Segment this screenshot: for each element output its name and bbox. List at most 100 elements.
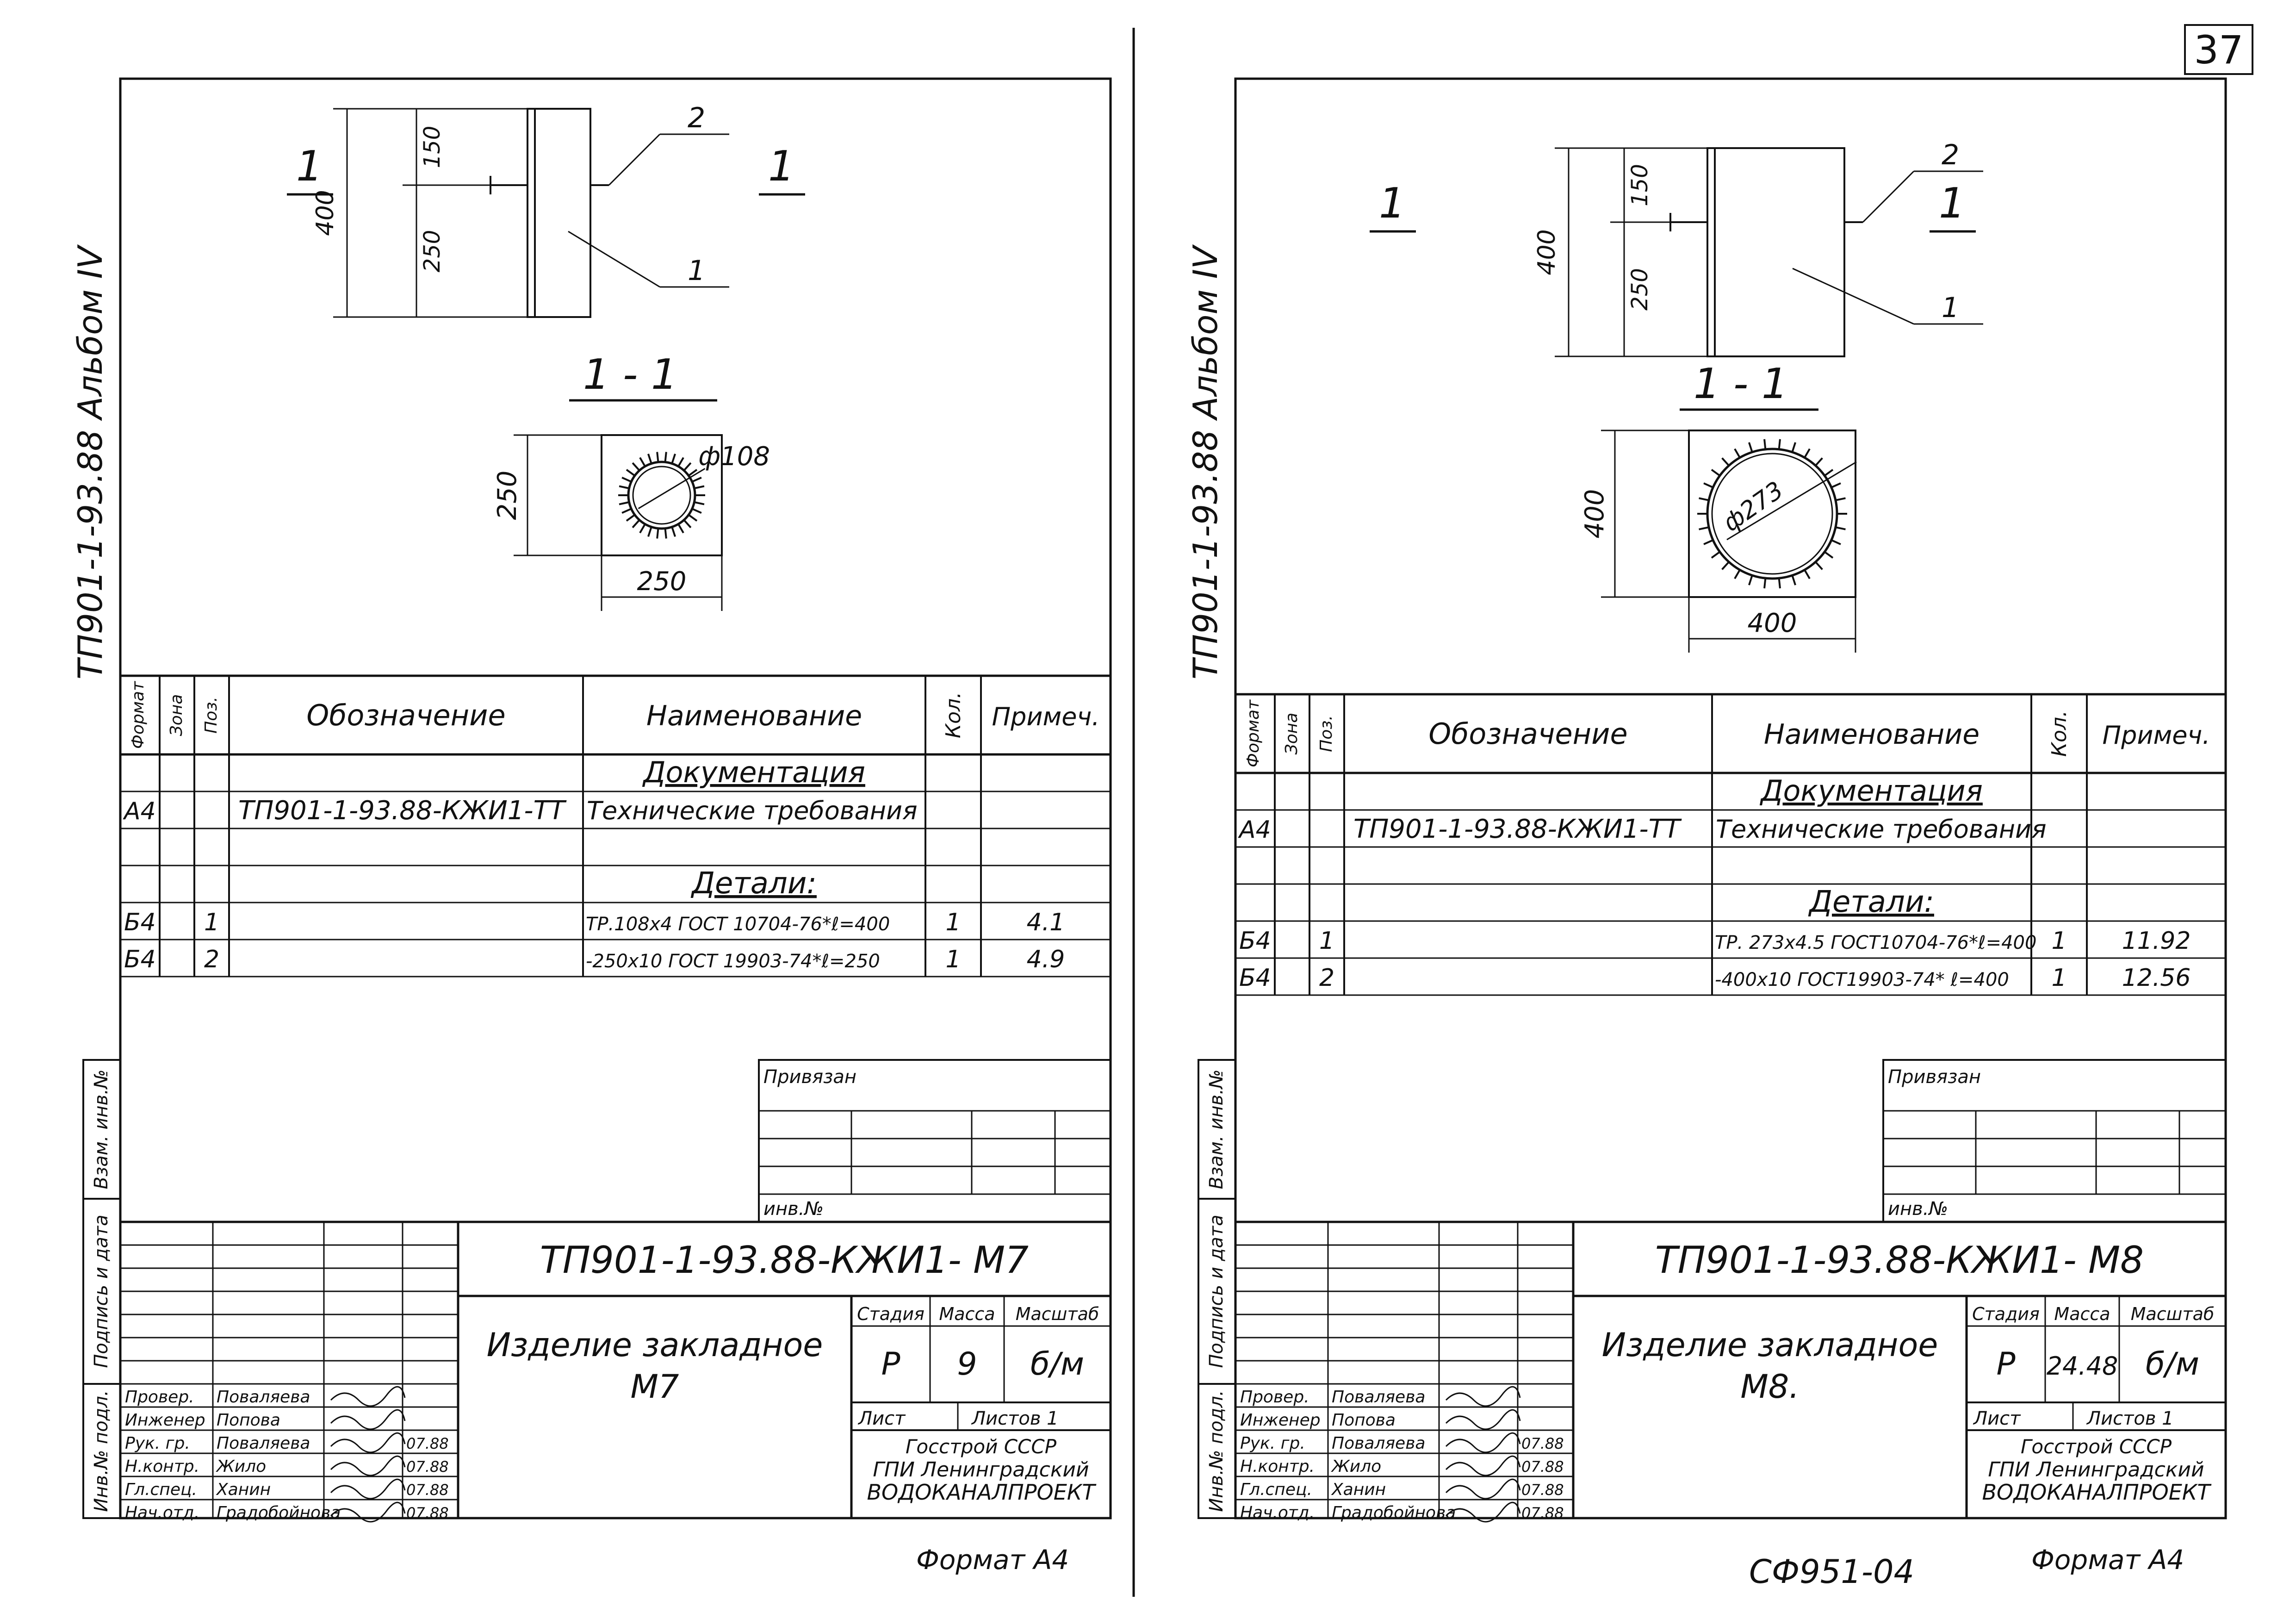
sig-role: Н.контр. — [1240, 1457, 1315, 1476]
weld-tick — [626, 469, 635, 476]
signature-scribble — [330, 1455, 406, 1476]
weld-tick — [1734, 570, 1740, 579]
spec-row-qty: 1 — [2051, 964, 2066, 992]
spec-header-note: Примеч. — [2102, 721, 2210, 750]
spec-row-note: 4.9 — [1027, 946, 1065, 973]
weld-tick — [1703, 482, 1713, 488]
spec-section-docs: Документация — [1759, 774, 1983, 808]
weld-tick — [664, 529, 667, 539]
weld-tick — [1815, 562, 1823, 570]
sig-date: 07.88 — [406, 1481, 449, 1499]
leader-2-label: 2 — [688, 102, 705, 134]
weld-tick — [684, 520, 692, 529]
spec-header-qty: Кол. — [2048, 710, 2071, 757]
weld-tick — [1824, 551, 1834, 559]
org-line-2: ГПИ Ленинградский — [1988, 1458, 2204, 1482]
side-label: Взам. инв.№ — [91, 1070, 112, 1190]
sig-name: Жило — [1331, 1457, 1381, 1476]
weld-tick — [1836, 497, 1846, 501]
side-label: Инв.№ подл. — [91, 1390, 112, 1512]
signature-scribble — [330, 1409, 406, 1430]
weld-tick — [1778, 579, 1781, 589]
item-name: Изделие закладное — [487, 1326, 823, 1364]
weld-tick — [632, 462, 639, 471]
org-line-3: ВОДОКАНАЛПРОЕКТ — [867, 1480, 1097, 1505]
signature-scribble — [1445, 1386, 1521, 1407]
spec-header-format: Формат — [129, 681, 148, 749]
album-label: ТП901-1-93.88 Альбом IV — [71, 244, 110, 679]
spec-section-docs: Документация — [642, 755, 865, 789]
leader-1-label: 1 — [688, 255, 705, 287]
weld-tick — [692, 508, 702, 514]
weld-tick — [1815, 457, 1823, 466]
privyazan-label: Привязан — [763, 1066, 856, 1088]
spec-header-zone: Зона — [167, 694, 186, 736]
leader-2-label: 2 — [1942, 139, 1959, 171]
sig-date: 07.88 — [1521, 1504, 1564, 1522]
spec-row-pos: 1 — [204, 909, 219, 936]
weld-tick — [678, 457, 684, 466]
sig-name: Ханин — [1331, 1480, 1386, 1499]
weld-tick — [664, 452, 667, 461]
doc-code: ТП901-1-93.88-КЖИ1- М7 — [540, 1239, 1029, 1282]
spec-row-note: 12.56 — [2122, 964, 2191, 992]
sig-name: Жило — [216, 1457, 266, 1476]
format-label: Формат А4 — [2031, 1544, 2184, 1576]
weld-tick — [695, 501, 705, 505]
diameter-leader — [1726, 461, 1857, 541]
spec-header-format: Формат — [1244, 699, 1263, 767]
sig-role: Рук. гр. — [125, 1434, 190, 1453]
spec-header-pos: Поз. — [202, 697, 221, 734]
spec-row-pos: 1 — [1319, 927, 1334, 955]
pipe-plan-inner — [632, 466, 691, 525]
weld-tick — [695, 485, 705, 489]
weld-tick — [647, 453, 652, 463]
spec-row-note: 4.1 — [1027, 909, 1065, 936]
weld-tick — [684, 462, 692, 471]
signature-scribble — [1445, 1409, 1521, 1430]
signature-scribble — [330, 1478, 406, 1500]
weld-tick — [619, 485, 629, 489]
weld-tick — [671, 527, 676, 537]
signature-scribble — [1445, 1478, 1521, 1500]
pipe-plan-outer — [627, 461, 696, 530]
scale-value: б/м — [2146, 1346, 2199, 1383]
weld-tick — [1836, 526, 1846, 530]
weld-tick — [1748, 442, 1753, 452]
spec-row-format: Б4 — [124, 946, 156, 973]
sig-name: Поваляева — [217, 1388, 310, 1407]
leader-2 — [1862, 170, 1915, 223]
section-mark-left: 1 — [1379, 179, 1405, 228]
org-line-3: ВОДОКАНАЛПРОЕКТ — [1982, 1480, 2212, 1505]
side-label: Подпись и дата — [91, 1214, 112, 1368]
weld-tick — [1748, 576, 1753, 585]
org-line-1: Госстрой СССР — [906, 1435, 1057, 1458]
spec-row-pos: 2 — [204, 946, 219, 973]
weld-tick — [1804, 570, 1811, 579]
spec-row-name: ТР.108х4 ГОСТ 10704-76*ℓ=400 — [586, 914, 890, 935]
mass-value: 24.48 — [2047, 1351, 2118, 1381]
spec-section-parts: Детали: — [1808, 885, 1934, 919]
spec-row-pos: 2 — [1319, 964, 1334, 992]
spec-doc-format: А4 — [1238, 816, 1271, 844]
spec-row-format: Б4 — [124, 909, 156, 936]
leader-1 — [568, 230, 660, 288]
stage-header: Стадия — [857, 1304, 925, 1324]
side-strip — [1198, 1059, 1236, 1519]
weld-tick — [647, 527, 652, 537]
weld-tick — [1831, 482, 1841, 488]
spec-doc-name: Технические требования — [587, 796, 918, 825]
sig-date: 07.88 — [406, 1504, 449, 1522]
sig-role: Нач.отд. — [125, 1503, 199, 1522]
spec-row-qty: 1 — [945, 909, 961, 936]
sheet-frame — [1234, 77, 2227, 1520]
dim-plan-width-label: 400 — [1748, 608, 1797, 638]
section-title: 1 - 1 — [583, 350, 677, 399]
bottom-code: СФ951-04 — [1749, 1553, 1914, 1591]
pipe-plan-inner — [1711, 453, 1833, 575]
weld-tick — [1703, 539, 1713, 545]
weld-tick — [1711, 551, 1720, 559]
album-label: ТП901-1-93.88 Альбом IV — [1186, 244, 1225, 679]
